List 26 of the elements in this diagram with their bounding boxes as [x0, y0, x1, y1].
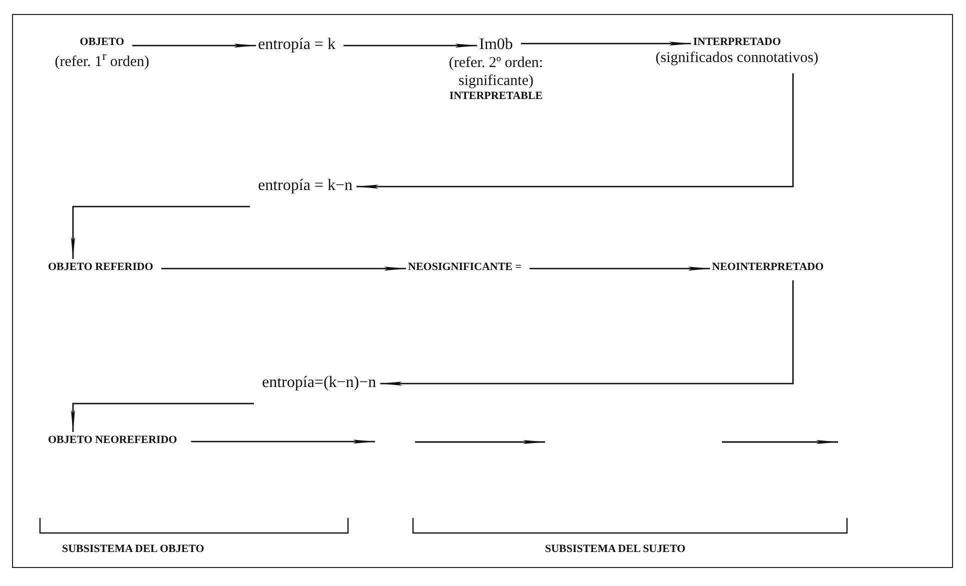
arrow: [380, 280, 794, 386]
arrow: [132, 44, 256, 48]
node-label: NEOINTERPRETADO: [712, 261, 824, 274]
bracket-label: SUBSISTEMA DEL SUJETO: [545, 543, 686, 555]
arrow: [530, 266, 710, 271]
node-note: INTERPRETABLE: [449, 90, 543, 104]
node-label: entropía = k: [258, 35, 336, 54]
arrow: [71, 402, 254, 432]
node-label: entropía = k−n: [258, 176, 352, 196]
node-label: OBJETO: [80, 36, 124, 50]
arrow: [520, 42, 692, 46]
node-note: (refer. 1$^{r}$ orden): [54, 49, 150, 72]
arrow: [161, 266, 406, 271]
node-note: (refer. 2º orden: significante): [448, 54, 544, 90]
node-label: entropía=(k−n)−n: [262, 373, 376, 392]
node-label: OBJETO NEOREFERIDO: [48, 434, 178, 448]
bracket-label: SUBSISTEMA DEL OBJETO: [62, 543, 204, 555]
node-label: OBJETO REFERIDO: [48, 261, 154, 274]
node-note: (significados connotativos): [656, 49, 818, 68]
node-label: INTERPRETADO: [693, 36, 781, 50]
arrow: [191, 440, 375, 444]
node-label: NEOSIGNIFICANTE =: [408, 261, 522, 274]
node-label: Im0b: [479, 35, 513, 54]
arrow: [71, 206, 250, 259]
arrow: [356, 73, 794, 189]
arrow: [343, 44, 478, 48]
